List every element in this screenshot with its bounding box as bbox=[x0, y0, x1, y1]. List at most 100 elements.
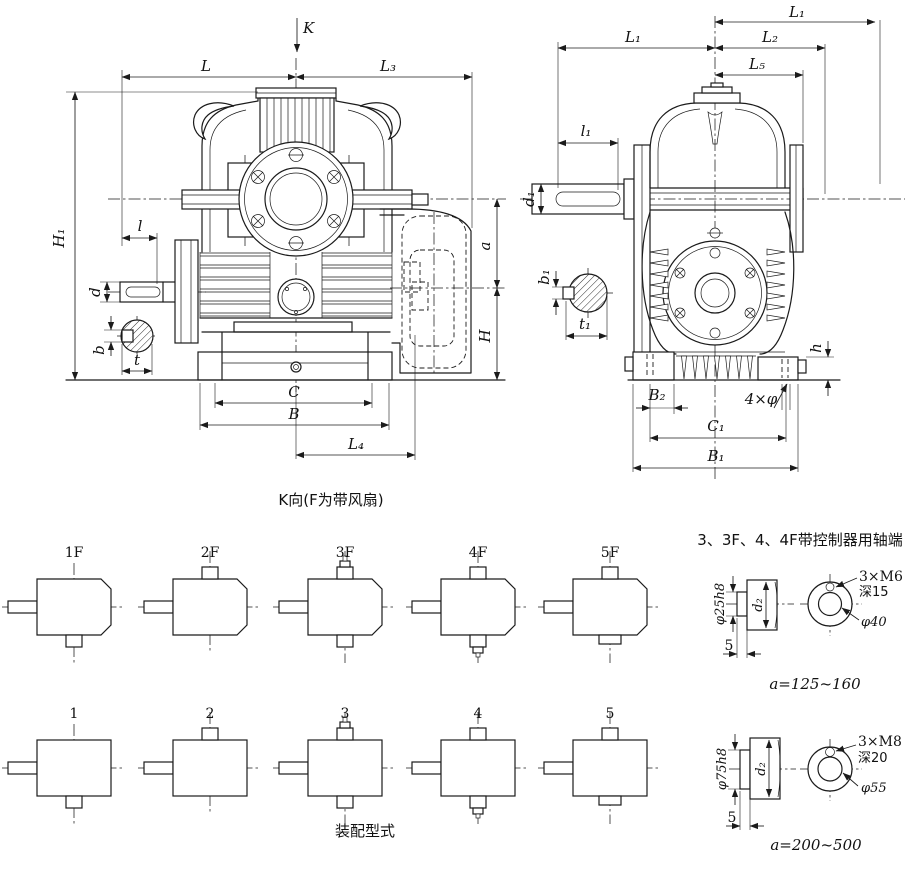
motor-variant-4: 4 bbox=[406, 706, 528, 824]
holes-leader bbox=[773, 383, 788, 409]
dim-label-L2: L₂ bbox=[761, 28, 778, 46]
bottom-shaft-stub bbox=[65, 634, 83, 648]
motor-variant-1: 1 bbox=[2, 706, 124, 824]
side-housing bbox=[531, 82, 841, 381]
front-motor-hidden bbox=[401, 215, 467, 369]
key-notch-side bbox=[562, 286, 575, 300]
motor-shaft bbox=[411, 761, 442, 775]
flange-bolts bbox=[251, 148, 341, 250]
lower-thread: 3×M8 bbox=[858, 734, 902, 750]
dim-label-a: a bbox=[476, 242, 494, 251]
motor-shaft bbox=[7, 761, 38, 775]
top-shaft-stub bbox=[469, 566, 487, 580]
motor-body bbox=[440, 739, 516, 797]
motor-variant-5F: 5F bbox=[538, 545, 660, 663]
motor-body-fan bbox=[36, 578, 112, 636]
dim-label-b: b bbox=[90, 345, 108, 355]
dim-label-t1: t₁ bbox=[579, 315, 591, 333]
top-shaft-stub bbox=[601, 566, 619, 580]
key-section-circle bbox=[120, 319, 154, 353]
shaft-end-lower: φ75h8 d₂ 5 3×M8 深20 φ55 a=200~500 bbox=[715, 734, 902, 854]
lower-range: a=200~500 bbox=[770, 836, 862, 854]
upper-thread-depth: 深15 bbox=[859, 585, 889, 600]
side-foot-left bbox=[632, 351, 675, 381]
upper-face-width: 5 bbox=[725, 638, 734, 654]
dim-label-C: C bbox=[288, 383, 300, 401]
motor-shaft bbox=[7, 600, 38, 614]
top-shaft-stub bbox=[601, 727, 619, 741]
front-view-caption: K向(F为带风扇) bbox=[278, 491, 383, 509]
motor-variant-label: 4 bbox=[474, 706, 483, 722]
dim-label-B2: B₂ bbox=[647, 386, 665, 404]
oil-mark bbox=[707, 111, 723, 145]
bell-ear-right bbox=[359, 102, 401, 141]
bottom-shaft-stub bbox=[598, 795, 622, 806]
motor-body bbox=[307, 739, 383, 797]
dim-label-B: B bbox=[287, 405, 299, 423]
motor-shaft bbox=[143, 600, 174, 614]
motor-variant-label: 5 bbox=[606, 706, 615, 722]
front-motor bbox=[379, 208, 472, 374]
motor-shaft bbox=[411, 600, 442, 614]
top-stub-cap bbox=[339, 560, 351, 568]
motor-body-fan bbox=[307, 578, 383, 636]
top-shaft-stub bbox=[469, 727, 487, 741]
top-shaft-stub bbox=[336, 727, 354, 741]
motor-variant-label: 2 bbox=[206, 706, 215, 722]
dim-label-L5: L₅ bbox=[748, 55, 765, 73]
lower-hub-dia: d₂ bbox=[754, 762, 769, 776]
bottom-shaft-stub bbox=[336, 795, 354, 809]
dim-label-b1: b₁ bbox=[535, 269, 553, 285]
front-side-fins bbox=[199, 252, 393, 318]
motor-shaft bbox=[543, 761, 574, 775]
dim-label-L3: L₃ bbox=[379, 57, 396, 75]
bottom-shaft-stub bbox=[598, 634, 622, 645]
assembly-caption: 装配型式 bbox=[335, 822, 395, 840]
dim-label-d1: d₁ bbox=[520, 191, 538, 207]
front-housing bbox=[65, 87, 506, 381]
motor-shaft bbox=[143, 761, 174, 775]
motor-variant-2: 2 bbox=[138, 706, 260, 812]
dim-label-4xphi: 4×φ bbox=[744, 390, 778, 408]
worm-end-cover bbox=[277, 278, 315, 316]
motor-variant-2F: 2F bbox=[138, 545, 260, 651]
top-shaft-stub bbox=[201, 727, 219, 741]
side-fins bbox=[649, 248, 786, 322]
dim-label-l: l bbox=[138, 217, 143, 235]
bottom-shaft-stub bbox=[469, 634, 487, 648]
dim-label-t: t bbox=[134, 351, 141, 369]
key-notch bbox=[121, 329, 134, 343]
dim-label-L1: L₁ bbox=[624, 28, 641, 46]
motor-body bbox=[172, 739, 248, 797]
m6-hole bbox=[825, 582, 835, 592]
dim-label-L: L bbox=[200, 57, 211, 75]
m8-hole bbox=[825, 747, 835, 757]
shaft-ends-title: 3、3F、4、4F带控制器用轴端 bbox=[697, 531, 902, 549]
front-dimensions bbox=[71, 18, 501, 459]
side-flange-bolts bbox=[674, 247, 756, 339]
bottom-fins bbox=[681, 355, 753, 380]
dim-label-K: K bbox=[302, 19, 315, 37]
upper-hub-dia: d₂ bbox=[751, 598, 766, 612]
motor-body-fan bbox=[172, 578, 248, 636]
foot-bolt-holes bbox=[646, 354, 789, 378]
dim-label-C1: C₁ bbox=[707, 417, 725, 435]
upper-end-dia: φ25h8 bbox=[713, 583, 728, 625]
top-stub-cap bbox=[339, 721, 351, 729]
motor-body bbox=[572, 739, 648, 797]
motor-variant-label: 4F bbox=[469, 545, 488, 561]
dim-label-H1: H₁ bbox=[50, 228, 68, 248]
motor-variant-1F: 1F bbox=[2, 545, 124, 663]
bottom-stub-cap bbox=[472, 646, 484, 654]
bottom-shaft-stub bbox=[336, 634, 354, 648]
motor-shaft bbox=[543, 600, 574, 614]
top-fins bbox=[266, 98, 331, 152]
front-view: K L L₃ H₁ l d b t a H C B L₄ K向(F为带风扇) bbox=[50, 18, 506, 509]
output-shaft-right bbox=[349, 189, 413, 210]
top-shaft-stub bbox=[336, 566, 354, 580]
dim-label-L4: L₄ bbox=[347, 435, 364, 453]
shaft-end-details: 3、3F、4、4F带控制器用轴端 φ25h8 d₂ 5 3×M6 bbox=[697, 531, 903, 854]
dim-label-l1: l₁ bbox=[581, 122, 592, 140]
